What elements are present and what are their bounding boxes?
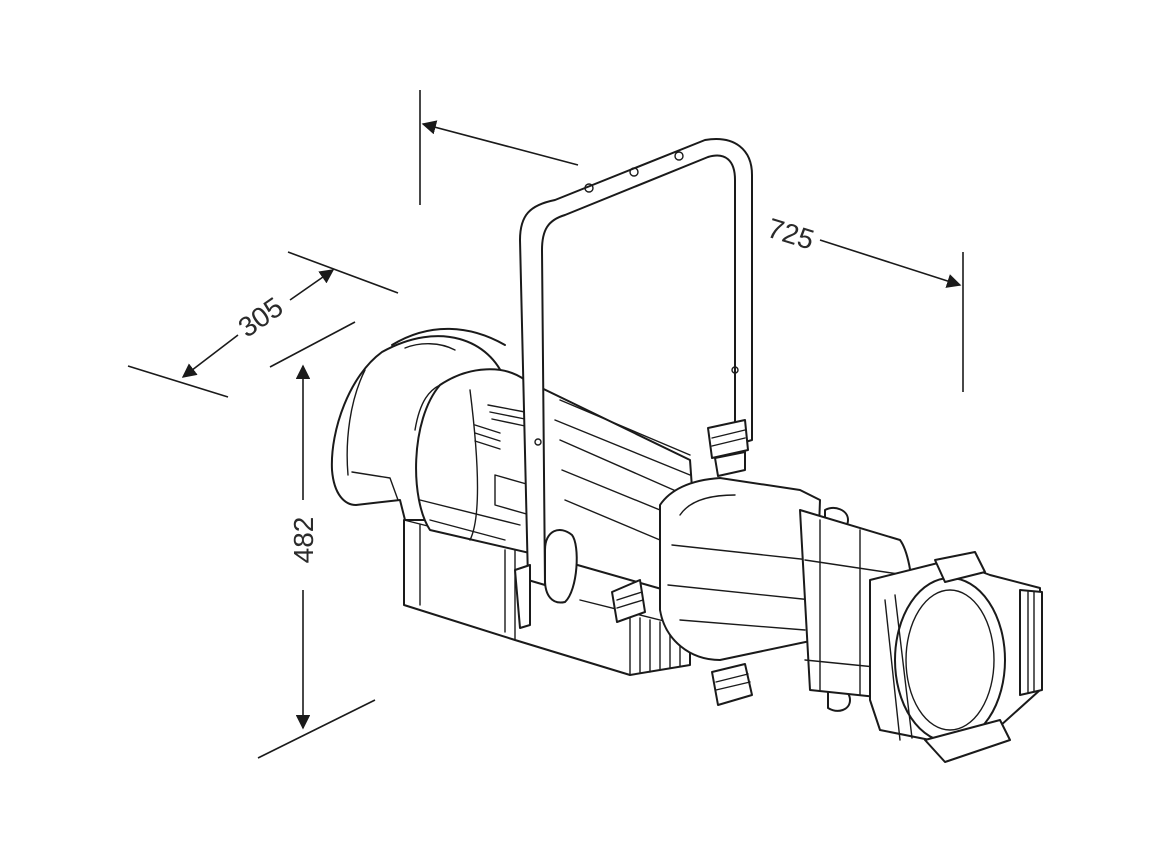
- width-extension-right: [287, 251, 399, 294]
- length-dimension: 725: [419, 90, 964, 392]
- length-arrow-left: [421, 120, 579, 166]
- width-arrow-left: [181, 334, 239, 378]
- width-arrow-right: [289, 269, 335, 301]
- height-label: 482: [288, 517, 319, 564]
- height-dimension: 482: [257, 321, 376, 759]
- height-extension-top: [269, 321, 356, 368]
- fixture-illustration: [330, 138, 1043, 763]
- main-body: [414, 368, 701, 626]
- height-extension-bottom: [257, 699, 376, 759]
- width-extension-left: [127, 365, 229, 398]
- width-label: 305: [233, 291, 289, 343]
- yoke-knob-right: [707, 419, 749, 477]
- front-lens-assembly: [869, 551, 1043, 763]
- length-label: 725: [764, 212, 818, 255]
- yoke-knob-left: [514, 529, 578, 629]
- length-arrow-right: [819, 239, 962, 288]
- width-dimension: 305: [127, 251, 399, 398]
